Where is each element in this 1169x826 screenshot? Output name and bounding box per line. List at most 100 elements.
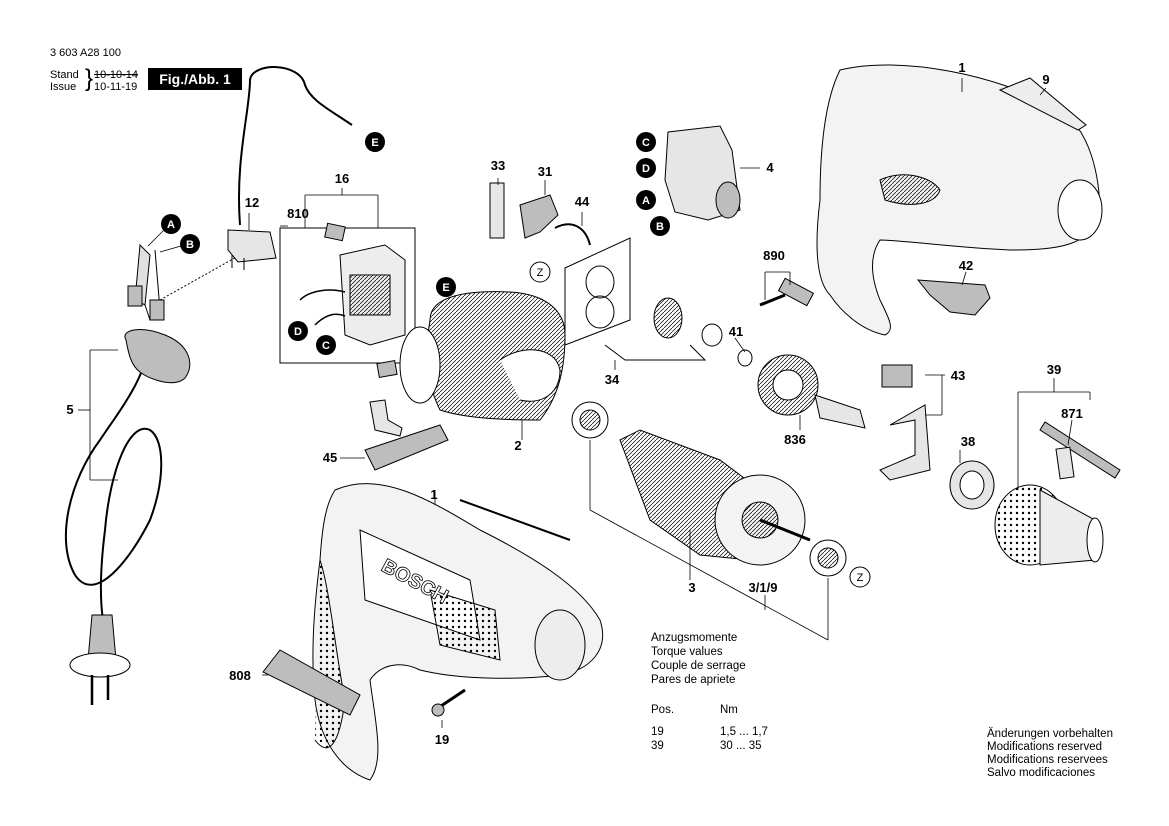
marker-b-switch [650,216,670,236]
marker-d-left [288,321,308,341]
label-43: 43 [951,368,965,383]
bearing-front [571,401,609,439]
spindle-sleeve [949,460,995,510]
label-3: 3 [688,580,695,595]
figure-label: Fig./Abb. 1 [148,68,242,90]
marker-b-left [180,234,200,254]
clip-42 [916,279,991,316]
label-16: 16 [335,171,349,186]
bracket-43 [879,404,931,481]
torque-row-nm: 1,5 ... 1,7 [720,726,768,738]
marker-a-left-text: A [167,219,175,231]
marker-c-switch [636,132,656,152]
bearing-rear [809,539,847,577]
drill-housing [312,483,604,781]
label-3-1-9: 3/1/9 [749,580,778,595]
clip-part [369,399,403,437]
button-43 [881,364,913,388]
marker-a-switch-text: A [642,195,650,207]
issue-label: Issue [50,81,77,93]
issue-date: 10-11-19 [94,81,138,93]
marker-e-stator-text: E [442,282,449,294]
cable-clamp [127,243,241,321]
torque-row-pos: 19 [651,726,664,738]
strip-9 [998,77,1087,131]
torque-col-pos: Pos. [651,704,675,716]
marker-c-left-text: C [322,340,330,352]
label-1-top: 1 [958,60,965,75]
cover-31 [519,194,559,239]
housing-half [816,64,1103,336]
marker-a-left [161,214,181,234]
stator-field [399,291,566,421]
marker-c-switch-text: C [642,137,650,149]
stand-label: Stand [50,69,79,81]
part-labels: 1 9 4 33 31 44 16 810 12 5 890 42 41 34 … [66,60,1082,747]
plate-33 [489,182,505,239]
label-41: 41 [729,324,743,339]
marker-e-cable [365,132,385,152]
label-4: 4 [766,160,774,175]
doc-number: 3 603 A28 100 [50,47,121,59]
label-42: 42 [959,258,973,273]
pad-45 [364,424,449,471]
screw-19 [437,688,466,710]
label-45: 45 [323,450,337,465]
label-34: 34 [605,372,620,387]
torque-title-de: Anzugsmomente [651,632,738,644]
label-44: 44 [575,194,590,209]
marker-circles: E A B D C E C D A B Z Z [161,132,871,588]
bearing-plate [564,237,723,361]
torque-col-nm: Nm [720,704,738,716]
disclaimer-de: Änderungen vorbehalten [987,728,1113,740]
label-39: 39 [1047,362,1061,377]
label-1-bottom: 1 [430,487,437,502]
disclaimer-es: Salvo modificaciones [987,767,1096,779]
drill-chuck [994,484,1104,566]
armature [619,429,811,566]
label-890: 890 [763,248,785,263]
torque-title-en: Torque values [651,646,723,658]
brush-holder [279,222,416,379]
marker-z-plate [529,261,551,283]
chuck-key [1039,421,1121,480]
label-33: 33 [491,158,505,173]
torque-title-fr: Couple de serrage [651,660,746,672]
marker-c-left [316,335,336,355]
label-31: 31 [538,164,552,179]
strip-808 [262,649,361,716]
marker-b-left-text: B [186,239,194,251]
torque-row-pos: 39 [651,740,664,752]
screw-19-head [431,703,445,717]
label-5: 5 [66,402,73,417]
marker-e-cable-text: E [371,137,378,149]
suppressor-capacitor [227,229,277,270]
torque-title-es: Pares de apriete [651,674,736,686]
marker-e-stator [436,277,456,297]
label-38: 38 [961,434,975,449]
stand-date: 10-10-14 [94,69,139,81]
label-810: 810 [287,206,309,221]
brace: } [85,65,94,92]
marker-b-switch-text: B [656,221,664,233]
disclaimer-fr: Modifications reservees [987,754,1108,766]
label-2: 2 [514,438,521,453]
label-808: 808 [229,668,251,683]
marker-d-switch-text: D [642,163,650,175]
label-871: 871 [1061,406,1083,421]
marker-a-switch [636,190,656,210]
power-cable [64,66,353,705]
marker-d-switch [636,158,656,178]
marker-d-left-text: D [294,326,302,338]
label-836: 836 [784,432,806,447]
label-19: 19 [435,732,449,747]
label-9: 9 [1042,72,1049,87]
marker-z-armature [849,566,871,588]
spring-44 [554,223,591,246]
disclaimer-en: Modifications reserved [987,741,1103,753]
screw-890 [759,277,815,307]
label-12: 12 [245,195,259,210]
marker-z-plate-text: Z [537,267,544,279]
torque-row-nm: 30 ... 35 [720,740,762,752]
